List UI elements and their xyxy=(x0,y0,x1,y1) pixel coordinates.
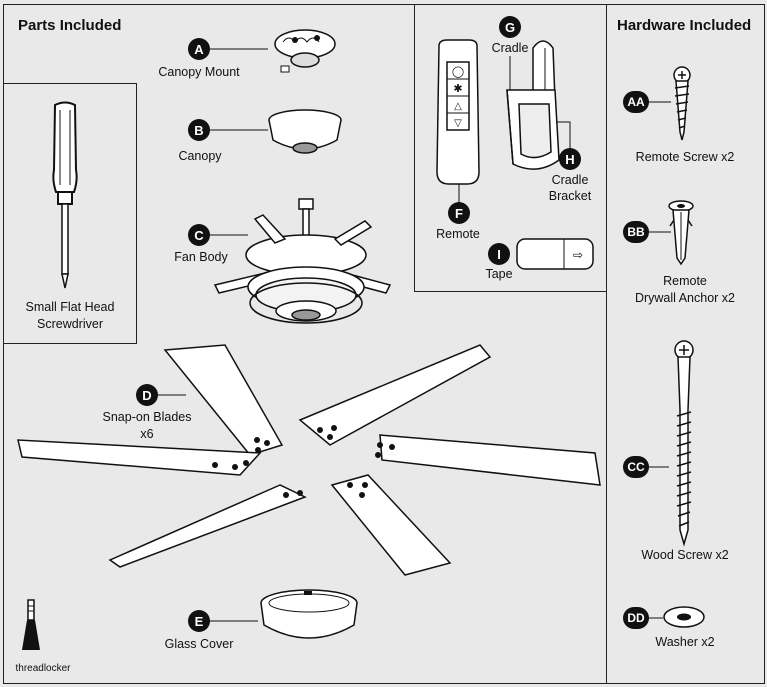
canopy-mount-label: Canopy Mount xyxy=(158,65,240,79)
badge-f: F xyxy=(448,202,470,224)
badge-d: D xyxy=(136,384,158,406)
drywall-anchor-label-2: Drywall Anchor x2 xyxy=(634,291,736,305)
threadlocker-label: threadlocker xyxy=(15,663,71,674)
screwdriver-label-1: Small Flat Head xyxy=(25,300,115,314)
badge-h: H xyxy=(559,148,581,170)
badge-g: G xyxy=(499,16,521,38)
blades-label-2: x6 xyxy=(140,427,154,441)
glass-cover-label: Glass Cover xyxy=(164,637,234,651)
anchor-icon xyxy=(668,200,694,266)
leader-a xyxy=(210,48,268,50)
fan-icon xyxy=(213,198,392,324)
leader-bb xyxy=(649,231,671,233)
screwdriver-icon xyxy=(52,101,78,289)
svg-text:△: △ xyxy=(454,101,462,112)
svg-text:✱: ✱ xyxy=(453,82,462,95)
leader-c xyxy=(210,234,248,236)
wood-screw-icon xyxy=(674,340,694,547)
badge-e: E xyxy=(188,610,210,632)
remote-label: Remote xyxy=(436,227,480,241)
remote-screw-label: Remote Screw x2 xyxy=(635,150,735,164)
tape-label: Tape xyxy=(485,267,513,281)
svg-text:⇨: ⇨ xyxy=(573,248,583,262)
canopy-mount-icon xyxy=(274,29,336,73)
leader-dd xyxy=(649,617,663,619)
cradle-bracket-label-2: Bracket xyxy=(548,189,592,203)
badge-bb: BB xyxy=(623,221,649,243)
glass-cover-icon xyxy=(260,589,358,639)
leader-aa xyxy=(649,101,671,103)
badge-aa: AA xyxy=(623,91,649,113)
svg-text:▽: ▽ xyxy=(454,118,462,129)
washer-icon xyxy=(663,606,705,628)
canopy-label: Canopy xyxy=(178,149,222,163)
screwdriver-label-2: Screwdriver xyxy=(37,317,103,331)
svg-text:◯: ◯ xyxy=(452,65,464,78)
badge-i: I xyxy=(488,243,510,265)
blades-icon xyxy=(17,344,601,576)
canopy-icon xyxy=(268,109,342,154)
remote-panel xyxy=(414,4,607,292)
cradle-icon xyxy=(506,40,560,170)
badge-dd: DD xyxy=(623,607,649,629)
badge-b: B xyxy=(188,119,210,141)
leader-b xyxy=(210,129,268,131)
leader-g xyxy=(509,56,511,94)
screw-icon xyxy=(673,66,691,141)
leader-d xyxy=(158,394,186,396)
threadlocker-icon xyxy=(22,599,40,650)
wood-screw-label: Wood Screw x2 xyxy=(641,548,729,562)
parts-title: Parts Included xyxy=(18,17,122,34)
blades-label-1: Snap-on Blades xyxy=(102,410,192,424)
leader-cc xyxy=(649,466,669,468)
remote-icon: ◯ ✱ △ ▽ xyxy=(436,39,480,185)
washer-label: Washer x2 xyxy=(655,635,715,649)
screwdriver-panel xyxy=(3,83,137,344)
leader-f xyxy=(458,184,460,202)
cradle-bracket-label-1: Cradle xyxy=(551,173,589,187)
badge-a: A xyxy=(188,38,210,60)
leader-h xyxy=(556,121,571,156)
drywall-anchor-label-1: Remote xyxy=(663,274,707,288)
hardware-title: Hardware Included xyxy=(617,17,752,34)
cradle-label: Cradle xyxy=(491,41,529,55)
leader-e xyxy=(210,620,258,622)
tape-icon: ⇨ xyxy=(516,238,594,270)
badge-c: C xyxy=(188,224,210,246)
badge-cc: CC xyxy=(623,456,649,478)
fan-body-label: Fan Body xyxy=(174,250,228,264)
